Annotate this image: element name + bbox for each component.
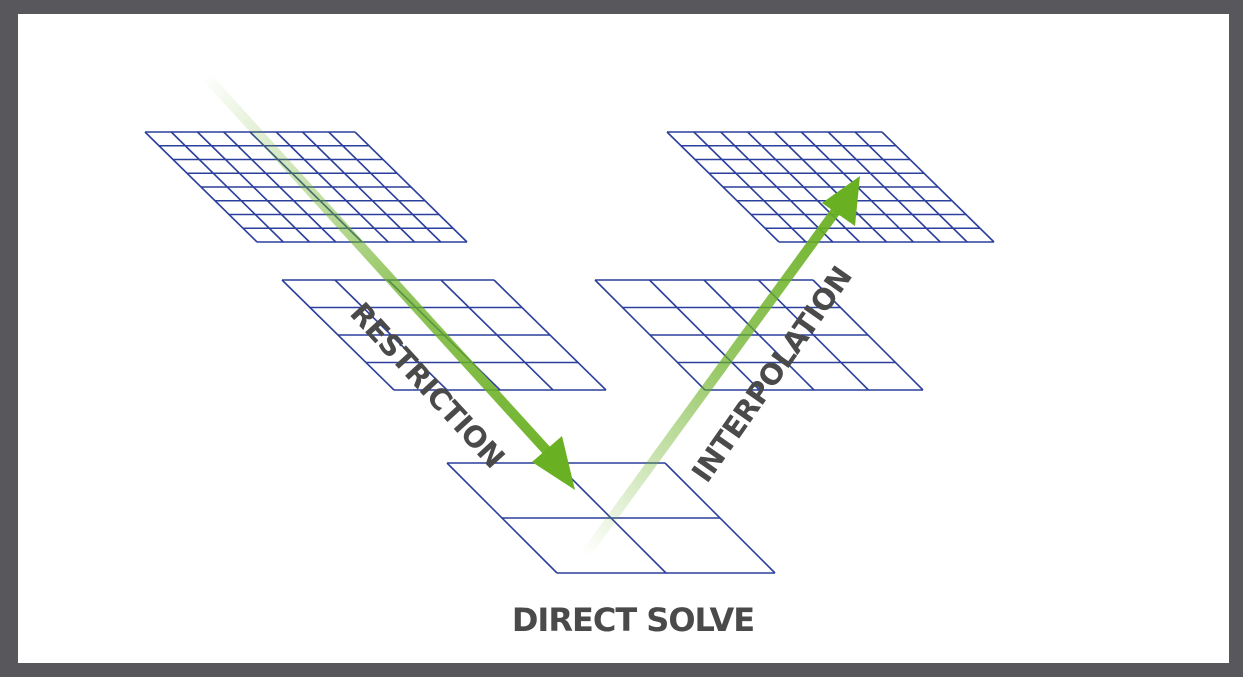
grid-column-line — [773, 131, 888, 243]
grid-column-line — [275, 131, 389, 243]
grid-column-line — [881, 131, 995, 243]
direct-solve-label: DIRECT SOLVE — [512, 601, 754, 639]
grid-column-line — [703, 279, 815, 391]
grid-column-line — [301, 131, 416, 243]
restriction-arrow-head — [532, 436, 575, 490]
grid-column-line — [493, 279, 607, 391]
arrow-layer — [200, 70, 860, 560]
grid-column-line — [827, 131, 941, 243]
grid-column-line — [664, 462, 776, 574]
grid-column-line — [854, 131, 968, 243]
diagram-panel — [18, 14, 1229, 663]
grid-layer — [144, 131, 995, 574]
grid-column-line — [812, 279, 924, 391]
grid-column-line — [328, 131, 442, 243]
restriction-arrow-shaft — [200, 70, 553, 457]
interpolation-arrow-head — [822, 176, 860, 226]
grid-column-line — [354, 131, 468, 243]
interpolation-arrow-shaft — [580, 203, 843, 560]
medium-grid-right — [594, 279, 924, 391]
grid-column-line — [440, 279, 554, 391]
